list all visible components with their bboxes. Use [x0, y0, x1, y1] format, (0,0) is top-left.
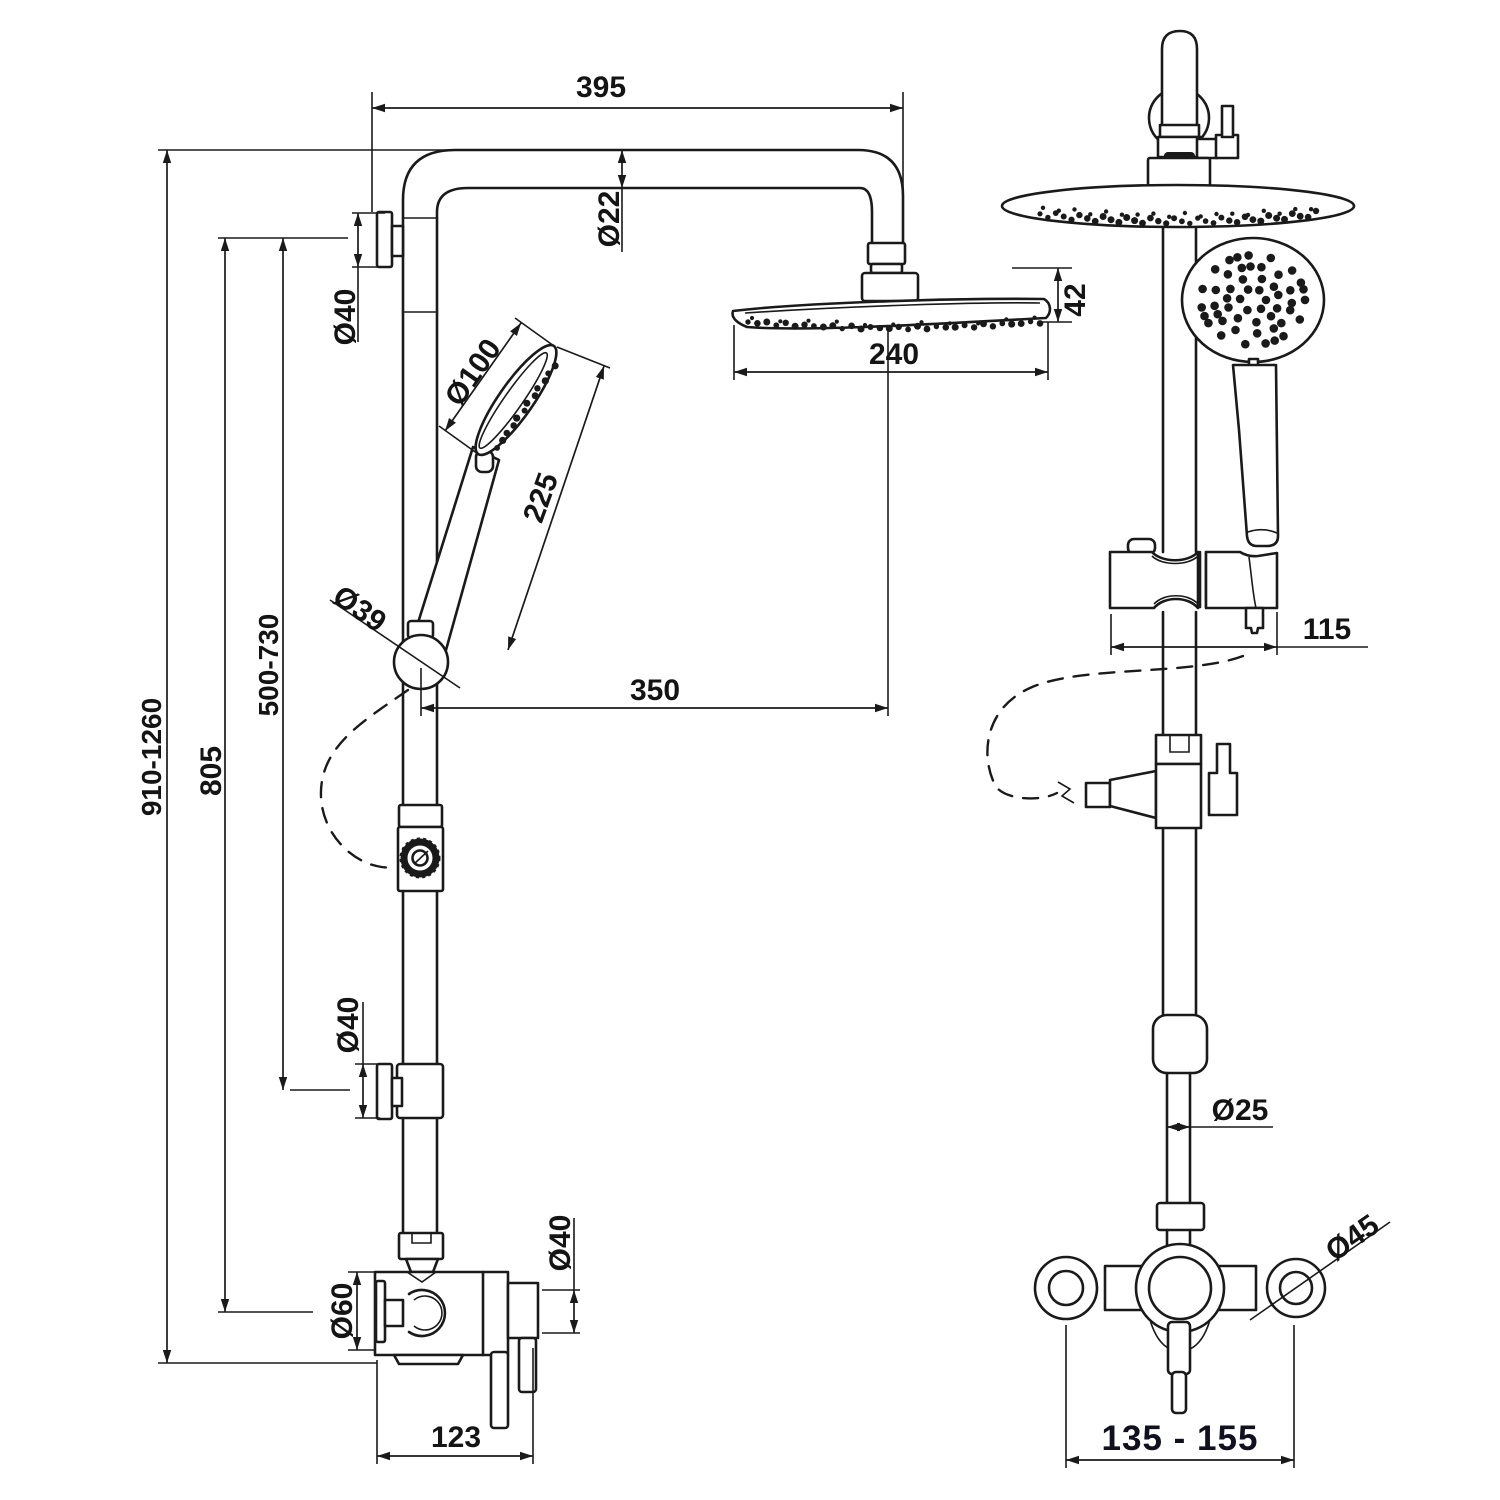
dim-bracket-spacing: 500-730 [253, 614, 284, 717]
holder-clip [1244, 606, 1265, 635]
hand-shower-handle-side [410, 445, 501, 652]
dim-slider-dia: Ø39 [327, 579, 392, 639]
dim-valve-width: 123 [431, 1421, 481, 1454]
hose-outlet-side [517, 1336, 538, 1394]
dim-head-dia: 240 [869, 338, 919, 371]
diverter-front [1154, 733, 1239, 830]
dim-arm-tube-dia: Ø22 [593, 191, 626, 248]
hose-fitting-front [1057, 769, 1158, 820]
temperature-handle-side [374, 1279, 387, 1344]
flow-lever-side [489, 1350, 510, 1430]
dim-head-depth: 42 [1059, 283, 1092, 316]
dim-valve-body-dia: Ø60 [326, 1283, 359, 1340]
dim-bracket-to-valve: 805 [195, 746, 228, 796]
valve-lever-front [1166, 1320, 1192, 1376]
dim-hand-shower-length: 225 [517, 469, 565, 527]
diverter-side [396, 803, 445, 893]
outlet-block-side [506, 1281, 540, 1340]
overhead-connector-side [860, 241, 920, 303]
diverter-handle-front [1207, 742, 1239, 817]
gooseneck-front [1146, 29, 1240, 190]
wall-bracket-top [375, 210, 405, 269]
hand-shower-face-dots [1197, 251, 1310, 349]
mixer-valve-side [373, 1231, 540, 1430]
head-mount-block [1146, 156, 1212, 190]
dim-riser-dia: Ø25 [1212, 1094, 1269, 1127]
dim-holder-width: 115 [1303, 613, 1351, 646]
dim-bottom-bracket-dia: Ø40 [332, 997, 365, 1054]
front-view-dimensions: 115 Ø25 Ø45 135 - 155 [1065, 612, 1391, 1468]
front-view: 115 Ø25 Ø45 135 - 155 [986, 29, 1391, 1468]
wall-bracket-bottom [375, 1062, 445, 1121]
overhead-nozzles-front [1037, 205, 1320, 227]
side-view-dimensions: 395 Ø22 Ø40 Ø100 225 Ø39 [136, 71, 1092, 1464]
hand-shower-front [1180, 236, 1326, 548]
dim-arm-length: 395 [576, 71, 626, 104]
dim-overall-height: 910-1260 [136, 698, 167, 816]
dim-outlet-dia: Ø40 [544, 1215, 577, 1272]
overhead-shower-front [1000, 183, 1356, 229]
shower-hose-front [986, 654, 1245, 800]
hand-shower-handle-front [1231, 363, 1280, 548]
shower-hose-side [319, 688, 410, 869]
mixer-valve-front [1033, 1013, 1327, 1415]
arm-lock-handle [1195, 104, 1240, 160]
overhead-shower-side [731, 297, 1052, 333]
dim-top-bracket-dia: Ø40 [329, 289, 362, 346]
dim-flange-dia: Ø45 [1320, 1208, 1385, 1268]
hand-shower-holder [1108, 537, 1279, 635]
riser-and-arm [401, 148, 905, 1240]
dim-inlet-centers: 135 - 155 [1102, 1419, 1259, 1458]
riser-front [1161, 224, 1198, 1018]
dim-head-offset: 350 [630, 674, 680, 707]
diverter-knob-ring [400, 838, 440, 878]
side-view: 395 Ø22 Ø40 Ø100 225 Ø39 [136, 71, 1092, 1464]
